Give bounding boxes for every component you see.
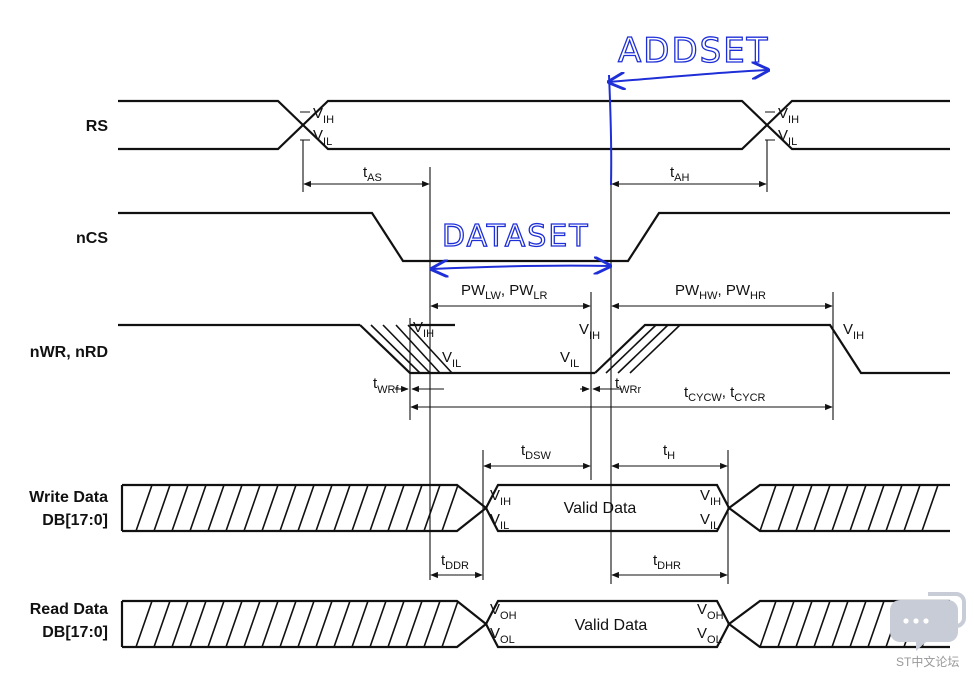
addset-annotation: ADDSET	[618, 31, 769, 71]
signal-label-nwr: nWR, nRD	[30, 344, 108, 361]
signal-label-read-data-2: DB[17:0]	[42, 624, 108, 641]
signal-label-read-data-1: Read Data	[30, 601, 108, 618]
read-data-hatch	[135, 600, 939, 648]
label-th: tH	[663, 442, 675, 462]
read-valid-data-label: Valid Data	[575, 617, 648, 634]
signal-label-write-data-2: DB[17:0]	[42, 512, 108, 529]
wd-vil-right: VIL	[700, 511, 719, 532]
read-data-bus	[120, 599, 950, 649]
write-valid-data-label: Valid Data	[564, 500, 637, 517]
rd-voh-left: VOH	[490, 601, 517, 622]
addset-arrow	[609, 70, 768, 186]
rd-vol-right: VOL	[697, 625, 722, 646]
rs-vih-right: VIH	[778, 105, 799, 126]
label-pw-high: PWHW, PWHR	[675, 282, 766, 302]
label-tdhr: tDHR	[653, 552, 681, 572]
dataset-arrow	[432, 266, 610, 269]
signal-label-rs: RS	[86, 118, 109, 135]
signal-label-ncs: nCS	[76, 230, 108, 247]
label-tcyc: tCYCW, tCYCR	[684, 384, 766, 404]
label-twrr: tWRr	[615, 375, 641, 396]
nwr-vil-2: VIL	[560, 349, 579, 370]
label-tddr: tDDR	[441, 552, 469, 572]
nwr-vih-2: VIH	[579, 321, 600, 342]
rs-waveform	[118, 99, 950, 151]
rd-voh-right: VOH	[697, 601, 724, 622]
label-twrf: tWRf	[373, 375, 399, 396]
nwr-waveform	[118, 323, 950, 375]
nwr-vih-1: VIH	[413, 319, 434, 340]
rs-vil-left: VIL	[313, 127, 332, 148]
write-data-hatch	[135, 484, 939, 532]
write-data-bus	[120, 483, 950, 533]
watermark-text: ST中文论坛	[896, 654, 959, 669]
reference-lines	[302, 140, 834, 584]
nwr-vil-1: VIL	[442, 349, 461, 370]
watermark: ST中文论坛	[890, 592, 966, 669]
signal-label-write-data-1: Write Data	[29, 489, 108, 506]
label-pw-low: PWLW, PWLR	[461, 282, 547, 302]
dataset-annotation: DATASET	[442, 219, 590, 254]
nwr-vih-3: VIH	[843, 321, 864, 342]
rd-vol-left: VOL	[490, 625, 515, 646]
wd-vil-left: VIL	[490, 511, 509, 532]
rs-vil-right: VIL	[778, 127, 797, 148]
label-tdsw: tDSW	[521, 442, 551, 462]
label-tah: tAH	[670, 164, 690, 184]
wd-vih-right: VIH	[700, 487, 721, 508]
timing-arrows	[303, 180, 833, 579]
rs-vih-left: VIH	[313, 105, 334, 126]
wd-vih-left: VIH	[490, 487, 511, 508]
chat-bubble-icon	[890, 592, 966, 651]
label-tas: tAS	[363, 164, 382, 184]
